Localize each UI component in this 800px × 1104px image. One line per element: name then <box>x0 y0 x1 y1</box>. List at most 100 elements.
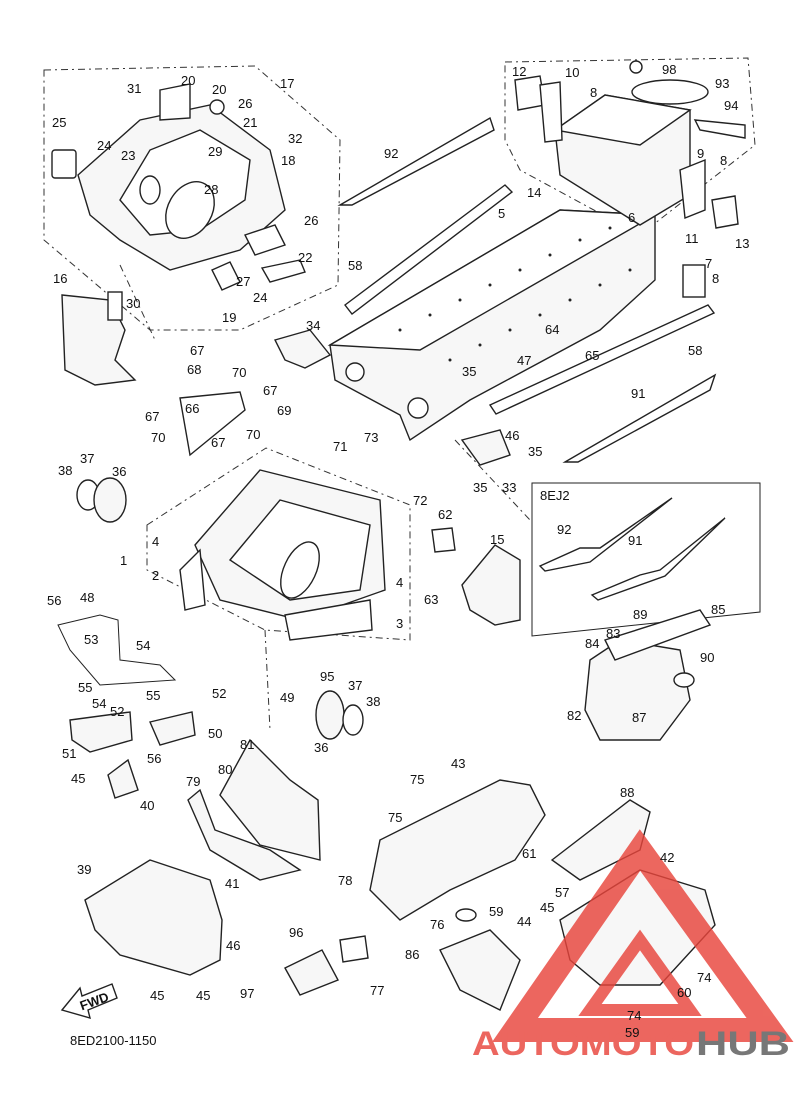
callout-c30: 30 <box>126 296 140 311</box>
part-79-cover <box>187 788 302 881</box>
callout-c70a: 70 <box>232 365 246 380</box>
callout-c38a: 38 <box>58 463 72 478</box>
callout-c16: 16 <box>53 271 67 286</box>
part-51-bracket <box>69 711 133 753</box>
callout-c47: 47 <box>517 353 531 368</box>
callout-c59a: 59 <box>489 904 503 919</box>
part-43-panel <box>369 779 546 921</box>
callout-c8a: 8 <box>590 85 597 100</box>
callout-c4b: 4 <box>396 575 403 590</box>
part-37-ring-lower <box>342 704 364 736</box>
part-58-rail-lower <box>488 304 716 415</box>
group-outline-top-left <box>43 65 341 331</box>
callout-c6: 6 <box>628 210 635 225</box>
callout-c83: 83 <box>606 626 620 641</box>
inset-label: 8EJ2 <box>540 488 570 503</box>
part-36-boot-lower <box>315 690 345 740</box>
part-58-rail-upper <box>344 184 514 315</box>
callout-c15: 15 <box>490 532 504 547</box>
callout-c38b: 38 <box>366 694 380 709</box>
callout-c23: 23 <box>121 148 135 163</box>
callout-c26a: 26 <box>238 96 252 111</box>
callout-c27: 27 <box>236 274 250 289</box>
callout-c86: 86 <box>405 947 419 962</box>
part-48-handle <box>57 614 177 686</box>
leader-dash-33 <box>454 439 531 521</box>
part-91-decal <box>562 373 717 463</box>
part-30-plate <box>107 291 123 321</box>
part-62-plate <box>431 527 456 553</box>
leader-dash-95 <box>264 629 271 731</box>
callout-c32: 32 <box>288 131 302 146</box>
leader-dash-30 <box>119 264 156 341</box>
callout-c24a: 24 <box>97 138 111 153</box>
callout-c37b: 37 <box>348 678 362 693</box>
callout-c73: 73 <box>364 430 378 445</box>
callout-c44: 44 <box>517 914 531 929</box>
callout-c31: 31 <box>127 81 141 96</box>
part-34-bracket <box>273 329 332 369</box>
callout-c59b: 59 <box>625 1025 639 1040</box>
callout-c11: 11 <box>685 231 699 246</box>
callout-c82: 82 <box>567 708 581 723</box>
callout-c81: 81 <box>240 737 254 752</box>
callout-c20b: 20 <box>212 82 226 97</box>
callout-c45b: 45 <box>150 988 164 1003</box>
callout-c55b: 55 <box>146 688 160 703</box>
callout-c66: 66 <box>185 401 199 416</box>
callout-c54b: 54 <box>136 638 150 653</box>
callout-c60: 60 <box>677 985 691 1000</box>
callout-c92b: 92 <box>557 522 571 537</box>
callout-c51: 51 <box>62 746 76 761</box>
callout-c57: 57 <box>555 885 569 900</box>
callout-c42: 42 <box>660 850 674 865</box>
part-88-panel <box>550 799 651 881</box>
callout-c58a: 58 <box>348 258 362 273</box>
callout-c33: 33 <box>502 480 516 495</box>
callout-c29: 29 <box>208 144 222 159</box>
callout-c8c: 8 <box>712 271 719 286</box>
part-90-grommet <box>673 672 695 688</box>
part-40-bracket <box>107 758 139 799</box>
callout-c50: 50 <box>208 726 222 741</box>
callout-c14: 14 <box>527 185 541 200</box>
callout-c43: 43 <box>451 756 465 771</box>
callout-c54a: 54 <box>92 696 106 711</box>
callout-c3: 3 <box>396 616 403 631</box>
callout-c67b: 67 <box>263 383 277 398</box>
callout-c91b: 91 <box>628 533 642 548</box>
callout-c35a: 35 <box>462 364 476 379</box>
callout-c56b: 56 <box>147 751 161 766</box>
tunnel-assembly <box>327 209 658 442</box>
callout-c64: 64 <box>545 322 559 337</box>
callout-c80: 80 <box>218 762 232 777</box>
middle-frame-assembly <box>179 391 386 641</box>
callout-c5: 5 <box>498 206 505 221</box>
callout-c74b: 74 <box>627 1008 641 1023</box>
callout-c40: 40 <box>140 798 154 813</box>
callout-c74a: 74 <box>697 970 711 985</box>
callout-c63: 63 <box>424 592 438 607</box>
watermark-logo: AUTOMOTO HUB <box>472 829 794 1063</box>
callout-c34: 34 <box>306 318 320 333</box>
callout-c95: 95 <box>320 669 334 684</box>
callout-c71: 71 <box>333 439 347 454</box>
group-outline-middle <box>146 447 411 641</box>
callout-c92a: 92 <box>384 146 398 161</box>
diagram-code: 8ED2100-1150 <box>70 1033 157 1048</box>
callout-c88: 88 <box>620 785 634 800</box>
callout-c93: 93 <box>715 76 729 91</box>
front-frame-assembly <box>51 83 306 291</box>
callout-c25: 25 <box>52 115 66 130</box>
callout-c89: 89 <box>633 607 647 622</box>
callout-c48: 48 <box>80 590 94 605</box>
callout-c52b: 52 <box>212 686 226 701</box>
callout-c65: 65 <box>585 348 599 363</box>
callout-c61: 61 <box>522 846 536 861</box>
part-15-bracket <box>461 544 521 626</box>
callout-c46a: 46 <box>226 938 240 953</box>
part-36-boot-left <box>93 477 127 523</box>
callout-c94: 94 <box>724 98 738 113</box>
